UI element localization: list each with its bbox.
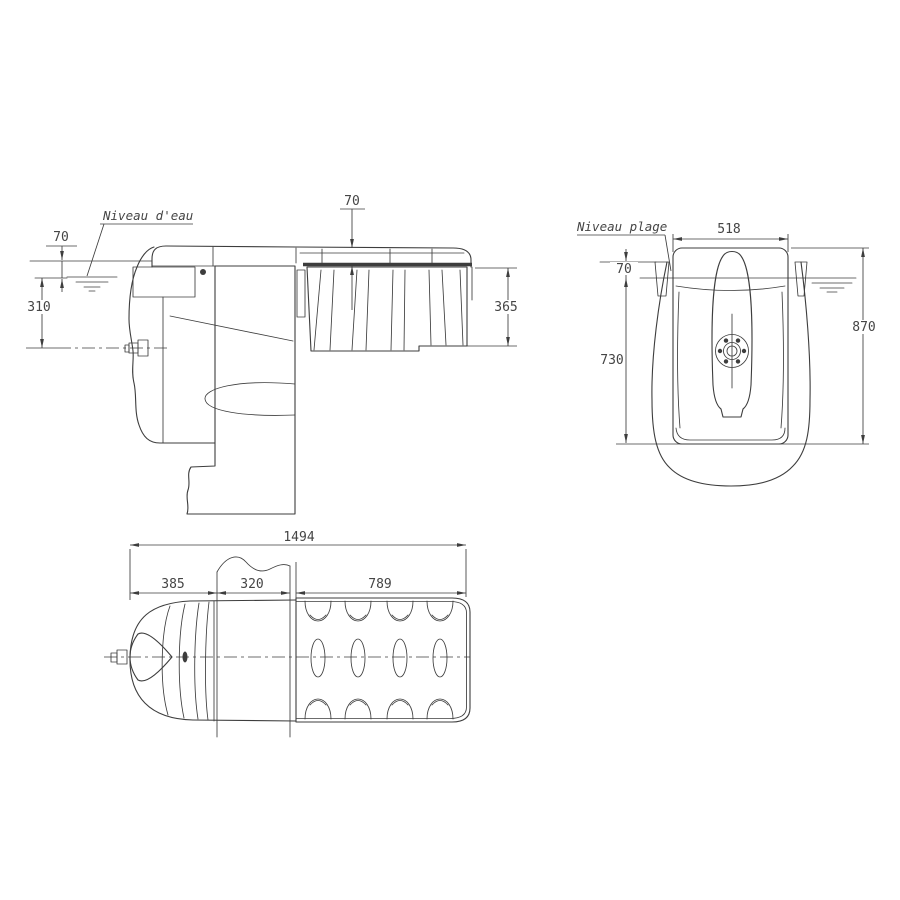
deck-cut-edge-right [794,261,808,297]
return-nozzle [58,339,170,357]
dim-front-total-height: 870 [616,247,883,445]
dim-side-water-to-axis: 310 [21,278,58,349]
svg-text:70: 70 [344,194,360,209]
pool-wall-hatched [186,265,296,515]
moulded-skirt [651,261,811,487]
basket-scallops-bottom [304,698,454,720]
basket-scallops-top [304,600,454,622]
svg-text:70: 70 [616,262,632,277]
pump-housing-section [128,246,296,444]
skimmer-opening [132,266,196,298]
svg-text:70: 70 [53,230,69,245]
dim-top-front-depth: 385 [130,577,217,595]
lid-ribs [212,246,433,267]
dim-side-freeboard: 70 [46,230,77,292]
dim-front-water-to-base: 730 [600,278,628,443]
fixing-bolt [200,269,206,275]
dim-top-basket-length: 789 [295,562,466,598]
basket-slots [310,638,448,678]
pump-volute [204,382,296,416]
lid-band-line [675,285,786,291]
filter-basket-top [295,597,471,723]
weir-flap [169,315,294,342]
housing-rib-lines [161,600,215,722]
dim-top-wall-thickness: 320 [217,577,290,595]
svg-text:789: 789 [368,577,391,592]
water-level-label: Niveau d'eau [102,208,193,223]
svg-text:365: 365 [494,300,517,315]
center-cover-oval [711,250,753,418]
svg-text:320: 320 [240,577,263,592]
dim-front-deck-to-water: 70 [610,249,638,278]
svg-text:310: 310 [27,300,50,315]
body-inner-bottom [675,427,786,441]
dim-top-overall-length: 1494 [129,530,467,600]
pump-housing-top [110,599,297,722]
projector-flange [715,313,749,389]
svg-text:518: 518 [717,222,740,237]
basket-hanger [296,269,306,318]
dim-side-basket-depth: 365 [452,267,524,347]
wall-section-top [216,556,291,738]
body-inner-walls [677,291,784,429]
dim-front-width: 518 [672,222,789,252]
svg-text:870: 870 [852,320,875,335]
deck-cut-edge-left [654,261,670,297]
deck-level-leader [664,234,672,272]
filter-basket-side [296,266,473,352]
svg-text:385: 385 [161,577,184,592]
front-view: Niveau plage 518 70 730 870 [576,219,883,487]
svg-text:730: 730 [600,353,623,368]
wall-break-line [216,556,291,573]
lid-side-view [151,245,472,268]
water-level-symbol-front [811,282,853,293]
water-level-symbol-side [66,276,118,292]
dim-side-lid-height: 70 [340,194,365,310]
side-section-view: Niveau d'eau 70 310 [21,194,524,515]
deck-level-label: Niveau plage [576,219,667,234]
water-level-leader [86,223,105,277]
svg-text:1494: 1494 [283,530,314,545]
top-view: 1494 385 320 789 [104,530,471,738]
basket-ribs [313,269,464,351]
